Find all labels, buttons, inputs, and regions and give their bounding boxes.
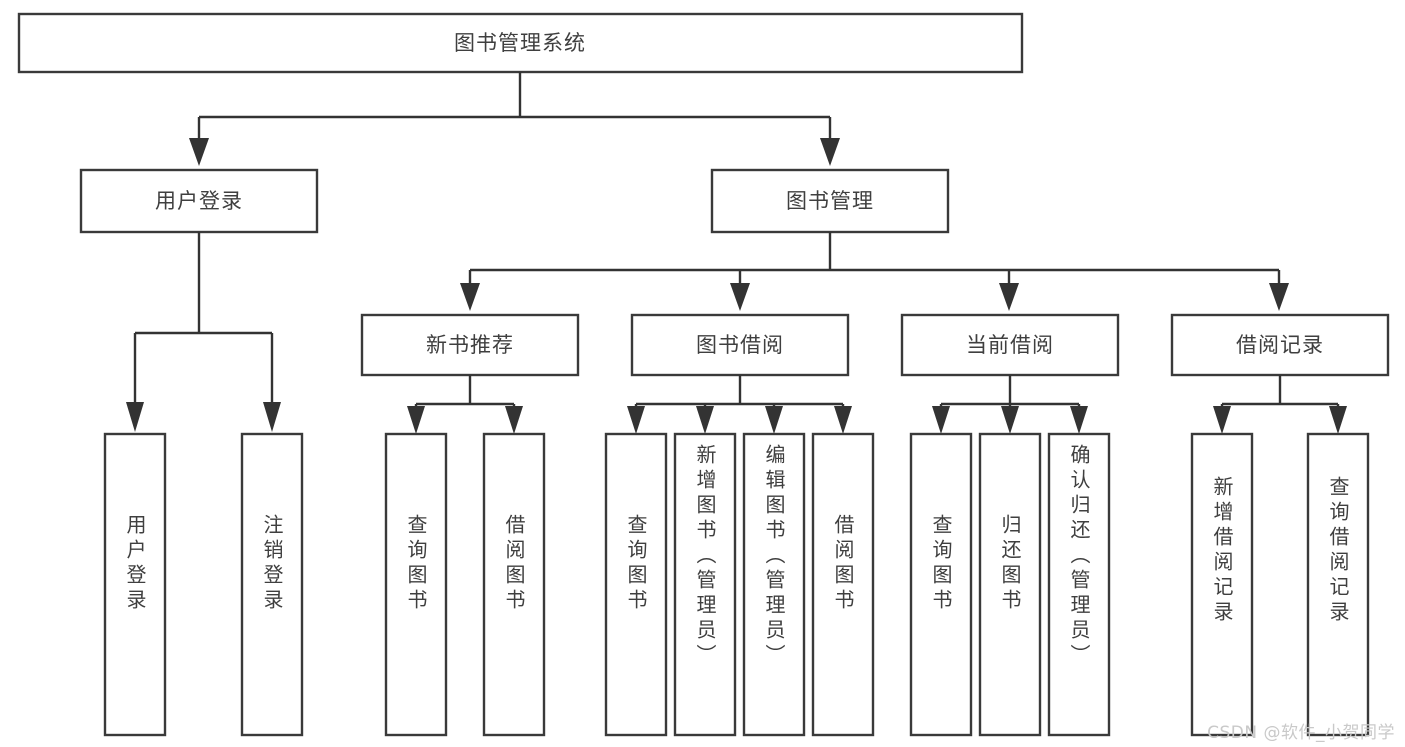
node-borrow-book-box[interactable] (630, 313, 850, 377)
node-leaf-br-query-box[interactable] (1306, 432, 1370, 737)
node-book-management-box[interactable] (710, 168, 950, 234)
arrow-head-bb-leaf3 (765, 406, 783, 434)
node-book-management-label: 图书管理 (786, 189, 874, 213)
arrow-head-cb-leaf1 (932, 406, 950, 434)
node-leaf-logout-box[interactable] (240, 432, 304, 737)
node-new-book-box[interactable] (360, 313, 580, 377)
node-borrow-book-label: 图书借阅 (696, 333, 784, 357)
arrow-head-bb-leaf4 (834, 406, 852, 434)
arrow-head-nb-leaf1 (407, 406, 425, 434)
node-leaf-cb-return-box[interactable] (978, 432, 1042, 737)
node-current-borrow-box[interactable] (900, 313, 1120, 377)
arrow-head-new-book (460, 283, 480, 311)
node-root-label: 图书管理系统 (454, 31, 586, 55)
arrow-head-bb-leaf1 (627, 406, 645, 434)
node-leaf-user-login-box[interactable] (103, 432, 167, 737)
arrow-head-br-leaf1 (1213, 406, 1231, 434)
arrow-head-borrow-record (1269, 283, 1289, 311)
node-root-box[interactable] (17, 12, 1024, 74)
node-leaf-nb-borrow-box[interactable] (482, 432, 546, 737)
arrow-head-nb-leaf2 (505, 406, 523, 434)
csdn-watermark: CSDN @软件_小贺同学 (1207, 723, 1395, 743)
arrow-head-br-leaf2 (1329, 406, 1347, 434)
node-leaf-cb-confirm-box[interactable] (1047, 432, 1111, 737)
node-leaf-bb-borrow-box[interactable] (811, 432, 875, 737)
arrow-head-borrow-book (730, 283, 750, 311)
node-leaf-br-add-box[interactable] (1190, 432, 1254, 737)
node-leaf-bb-query-box[interactable] (604, 432, 668, 737)
node-new-book-label: 新书推荐 (426, 333, 514, 357)
node-leaf-nb-query-box[interactable] (384, 432, 448, 737)
arrow-head-book-mgmt (820, 138, 840, 166)
node-borrow-record-label: 借阅记录 (1236, 333, 1324, 357)
node-leaf-cb-query-box[interactable] (909, 432, 973, 737)
arrow-head-leaf-yhdl (126, 402, 144, 432)
node-leaf-bb-add-box[interactable] (673, 432, 737, 737)
arrow-head-leaf-zxdl (263, 402, 281, 432)
node-user-login-label: 用户登录 (155, 189, 243, 213)
arrow-head-cb-leaf2 (1001, 406, 1019, 434)
node-current-borrow-label: 当前借阅 (966, 333, 1054, 357)
arrow-head-current-borrow (999, 283, 1019, 311)
node-borrow-record-box[interactable] (1170, 313, 1390, 377)
arrow-head-user-login (189, 138, 209, 166)
node-leaf-bb-edit-box[interactable] (742, 432, 806, 737)
arrow-head-bb-leaf2 (696, 406, 714, 434)
arrow-head-cb-leaf3 (1070, 406, 1088, 434)
